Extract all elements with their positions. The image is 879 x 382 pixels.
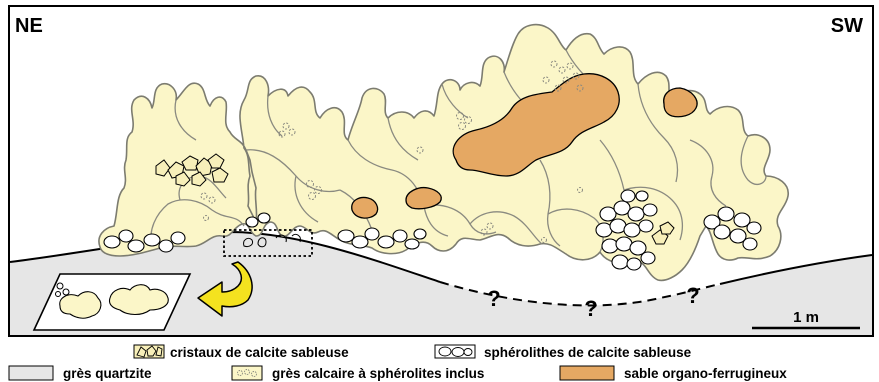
question-mark-1: ? — [487, 286, 500, 311]
spherulite-sandstone-swatch — [232, 366, 262, 380]
legend-label: grès quartzite — [63, 366, 152, 381]
legend-label: sphérolithes de calcite sableuse — [484, 345, 692, 360]
legend-item-ferruginous-sand: sable organo-ferrugineux — [560, 366, 787, 381]
legend-label: cristaux de calcite sableuse — [170, 345, 349, 360]
legend-item-calcite-crystals: cristaux de calcite sableuse — [134, 345, 349, 360]
legend: cristaux de calcite sableuse sphérolithe… — [9, 345, 787, 381]
orientation-sw: SW — [831, 15, 863, 37]
spherolith-icon — [439, 347, 472, 357]
orientation-ne: NE — [15, 15, 43, 37]
scale-label: 1 m — [793, 309, 819, 326]
ferruginous-sand-swatch — [560, 366, 614, 380]
legend-label: sable organo-ferrugineux — [624, 366, 787, 381]
question-mark-2: ? — [584, 296, 597, 321]
cross-section-panel: NE SW ? ? ? 1 m — [9, 6, 873, 336]
legend-item-spherulite-sandstone: grès calcaire à sphérolites inclus — [232, 366, 484, 381]
ferruginous-patch-small-left — [352, 198, 378, 219]
legend-item-quartzite: grès quartzite — [9, 366, 152, 381]
legend-label: grès calcaire à sphérolites inclus — [272, 366, 484, 381]
ferruginous-patch-small-mid — [406, 188, 441, 209]
zoom-inset — [34, 274, 190, 330]
question-mark-3: ? — [686, 283, 699, 308]
legend-item-spheroliths: sphérolithes de calcite sableuse — [435, 345, 692, 360]
quartzite-swatch — [9, 366, 53, 380]
